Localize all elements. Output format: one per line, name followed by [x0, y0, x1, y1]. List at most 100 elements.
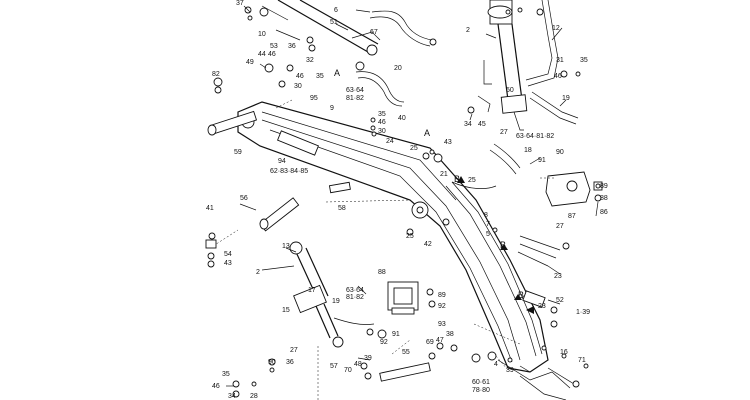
- callout-label: 94: [278, 158, 286, 165]
- callout-label: 48: [354, 361, 362, 368]
- callout-labels: 37 6 51 67 10 36 46 32 53 44 49 35 A 20 …: [206, 0, 608, 400]
- pipe-12: [525, 0, 553, 81]
- pin-58: [328, 181, 351, 194]
- callout-label: 90: [268, 359, 276, 366]
- callout-label: 54: [224, 251, 232, 258]
- callout-label: 15: [282, 307, 290, 314]
- callout-label: 9: [330, 105, 334, 112]
- decal-plate-94: [276, 130, 320, 156]
- callout-label: 39: [506, 367, 514, 374]
- callout-label: 51: [330, 19, 338, 26]
- callout-label: 63·64: [346, 87, 364, 94]
- callout-label: 57: [330, 363, 338, 370]
- callout-label: 20: [394, 65, 402, 72]
- callout-label: 44: [258, 51, 266, 58]
- callout-label: 91: [392, 331, 400, 338]
- callout-label: 21: [440, 171, 448, 178]
- callout-label: 60·61: [472, 379, 490, 386]
- callout-label: 23: [538, 303, 546, 310]
- callout-label: 56: [240, 195, 248, 202]
- mount-block-88: [387, 281, 419, 315]
- top-boom-cylinder: [259, 0, 381, 56]
- callout-label: 30: [294, 83, 302, 90]
- bucket-cylinder-13: [289, 241, 344, 348]
- callout-label: 24: [386, 138, 394, 145]
- callout-label: 35: [580, 57, 588, 64]
- callout-label: 78·80: [472, 387, 490, 394]
- callout-label: 82: [212, 71, 220, 78]
- callout-label: 95: [310, 95, 318, 102]
- callout-label: 1·39: [576, 309, 590, 316]
- callout-label: 81·82: [346, 294, 364, 301]
- hardware-set: [205, 6, 602, 398]
- callout-label: 4: [494, 361, 498, 368]
- callout-label: 36: [288, 43, 296, 50]
- callout-label: 37: [236, 0, 244, 7]
- callout-label: 88: [378, 269, 386, 276]
- callout-label: 6: [334, 7, 338, 14]
- callout-label: 18: [524, 147, 532, 154]
- callout-label: 42: [424, 241, 432, 248]
- callout-label: 67: [370, 29, 378, 36]
- callout-label: A: [334, 68, 340, 78]
- callout-label: 34: [464, 121, 472, 128]
- callout-label: 19: [332, 298, 340, 305]
- callout-label: 2: [466, 27, 470, 34]
- callout-label: 50: [506, 87, 514, 94]
- callout-label: 46: [378, 119, 386, 126]
- callout-label: 46: [554, 73, 562, 80]
- callout-label: 27: [290, 347, 298, 354]
- callout-label: 10: [258, 31, 266, 38]
- callout-label: 58: [338, 205, 346, 212]
- callout-label: B: [454, 174, 460, 184]
- callout-label: 25: [468, 177, 476, 184]
- callout-label: 59: [234, 149, 242, 156]
- callout-label: 52: [556, 297, 564, 304]
- callout-label: 45: [478, 121, 486, 128]
- callout-label: 39: [364, 355, 372, 362]
- callout-label: 46: [212, 383, 220, 390]
- callout-label: 25: [410, 145, 418, 152]
- callout-label: 63·64: [346, 287, 364, 294]
- callout-label: 63·64·81·82: [516, 133, 554, 140]
- callout-label: 70: [344, 367, 352, 374]
- callout-label: 35: [316, 73, 324, 80]
- callout-label: 86: [600, 209, 608, 216]
- callout-label: 19: [562, 95, 570, 102]
- callout-label: 25: [406, 233, 414, 240]
- callout-label: 92: [380, 339, 388, 346]
- leader-lines: [226, 5, 599, 387]
- callout-label: 91: [538, 157, 546, 164]
- boom: [237, 101, 549, 373]
- callout-label: 46: [268, 51, 276, 58]
- callout-label: 5: [486, 231, 490, 238]
- callout-label: 89: [600, 183, 608, 190]
- callout-label: 93: [438, 321, 446, 328]
- pipe-20: [355, 71, 405, 103]
- callout-label: 88: [600, 195, 608, 202]
- callout-label: 69: [426, 339, 434, 346]
- callout-label: 16: [560, 349, 568, 356]
- callout-label: 12: [552, 25, 560, 32]
- callout-label: 89: [438, 292, 446, 299]
- callout-label: 32: [306, 57, 314, 64]
- callout-label: 53: [270, 43, 278, 50]
- callout-label: 55: [402, 349, 410, 356]
- callout-label: 23: [554, 273, 562, 280]
- callout-label: 62·83·84·85: [270, 168, 308, 175]
- callout-label: 43: [224, 260, 232, 267]
- callout-label: 27: [500, 129, 508, 136]
- callout-label: B: [518, 290, 524, 300]
- callout-label: 46: [296, 73, 304, 80]
- callout-label: 40: [398, 115, 406, 122]
- callout-label: 87: [568, 213, 576, 220]
- callout-label: 90: [556, 149, 564, 156]
- callout-label: 35: [222, 371, 230, 378]
- valve-block-86: [545, 171, 603, 207]
- callout-label: 47: [436, 337, 444, 344]
- callout-label: 7: [486, 221, 490, 228]
- callout-label: 35: [378, 111, 386, 118]
- pin-55: [379, 362, 431, 382]
- pin-59: [207, 110, 258, 136]
